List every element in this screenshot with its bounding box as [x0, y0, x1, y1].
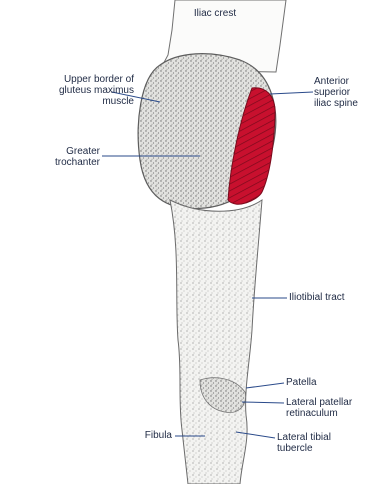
label-top: Iliac crest	[185, 8, 245, 19]
label-anterior-superior-iliac-spine: Anterior superior iliac spine	[314, 76, 378, 109]
label-fibula: Fibula	[120, 430, 172, 441]
label-iliotibial-tract: Iliotibial tract	[289, 292, 377, 303]
label-lateral-patellar-retinaculum: Lateral patellar retinaculum	[286, 397, 378, 419]
label-greater-trochanter: Greater trochanter	[22, 146, 100, 168]
leader-patella	[246, 383, 284, 388]
label-lateral-tibial-tubercle: Lateral tibial tubercle	[277, 432, 369, 454]
label-gluteus-maximus: Upper border of gluteus maximus muscle	[22, 74, 134, 107]
leader-retinaculum	[242, 402, 284, 403]
thigh-and-leg	[170, 200, 262, 484]
leader-asis	[270, 92, 313, 94]
label-patella: Patella	[286, 377, 346, 388]
